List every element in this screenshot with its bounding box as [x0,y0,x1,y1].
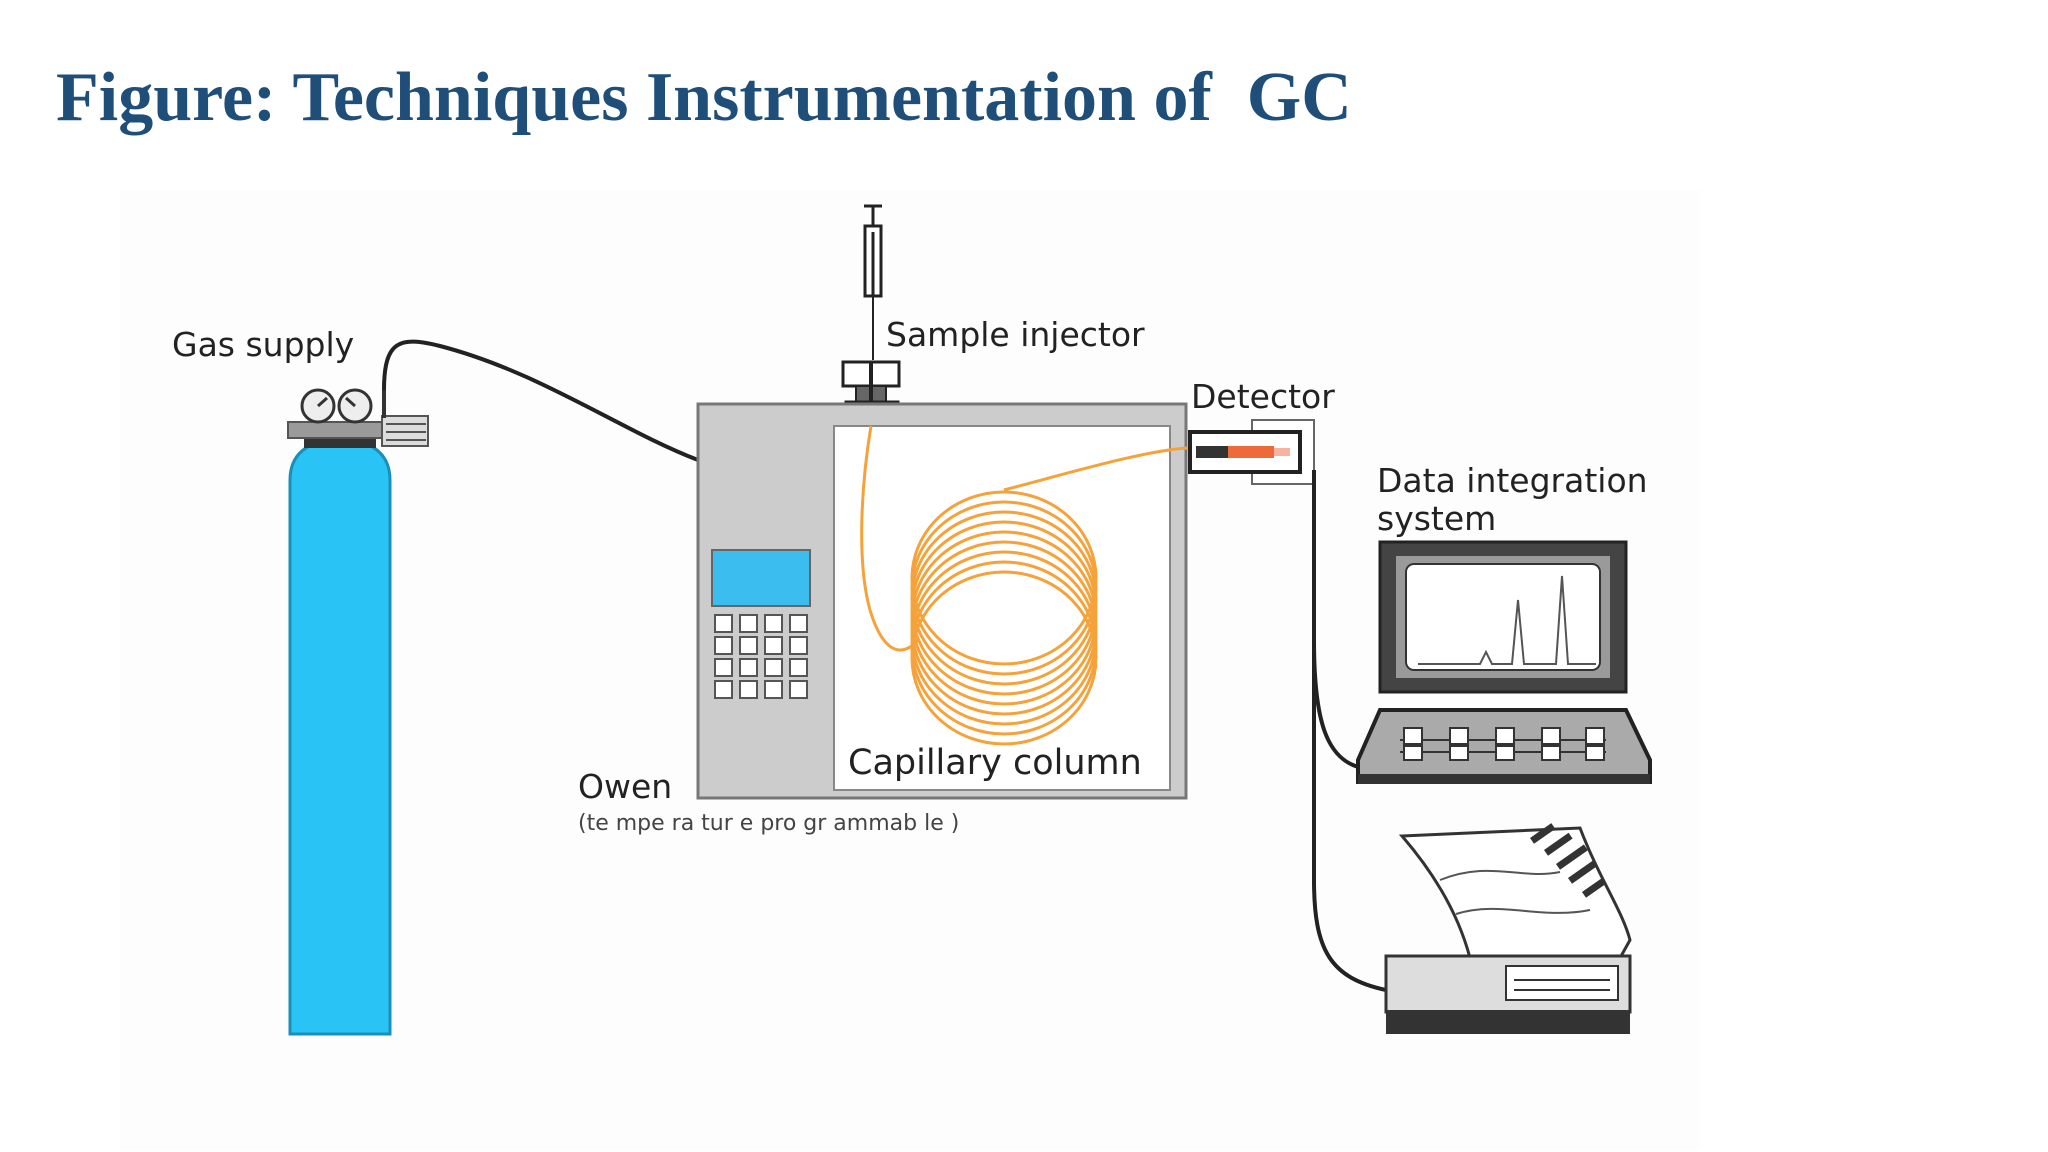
oven-label: Owen [578,767,672,806]
detector [1188,419,1315,485]
syringe [863,204,883,360]
computer-keyboard [1356,708,1652,784]
oven-display [711,549,811,607]
oven-subtitle: (te mpe ra tur e pro gr ammab le ) [578,811,959,836]
data-integration-label-line2: system [1377,499,1496,538]
gas-cylinder [287,415,429,1036]
capillary-column [860,425,1235,746]
oven [696,402,1188,800]
cable-to-recorder [1312,640,1387,992]
detector-label: Detector [1191,377,1335,416]
computer-monitor [1378,540,1628,694]
gas-supply-label: Gas supply [172,325,354,364]
pressure-gauges [300,388,386,424]
chart-recorder [1384,823,1632,1034]
gas-line [382,339,699,462]
slide-title: Figure: Techniques Instrumentation of GC [56,59,1352,136]
oven-keypad [714,614,808,699]
data-integration-label-line1: Data integration [1377,461,1648,500]
sample-injector-label: Sample injector [886,315,1145,354]
capillary-column-label: Capillary column [848,743,1142,783]
